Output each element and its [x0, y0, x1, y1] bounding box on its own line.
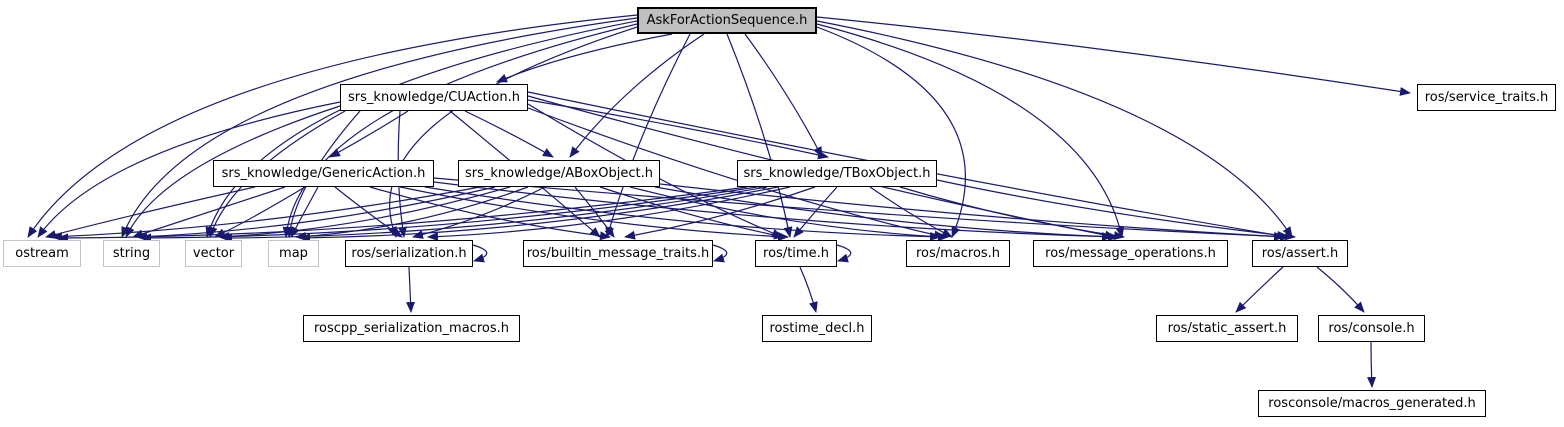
node-macros[interactable]: ros/macros.h [906, 240, 1010, 267]
edge-time-to-time [836, 244, 852, 263]
node-mo[interactable]: ros/message_operations.h [1033, 240, 1228, 267]
edge-root-to-abox [569, 33, 705, 158]
edge-cuaction-to-ostream [37, 101, 341, 238]
edge-time-to-rostime [799, 266, 818, 313]
edge-abox-to-string [136, 186, 496, 242]
edge-generic-to-time [399, 186, 789, 242]
node-map: map [268, 240, 319, 267]
node-cuaction[interactable]: srs_knowledge/CUAction.h [340, 84, 528, 111]
edge-root-to-vector [205, 20, 638, 238]
node-console[interactable]: ros/console.h [1318, 315, 1425, 342]
edge-root-to-serial [388, 26, 638, 238]
edge-cuaction-to-abox [464, 110, 554, 158]
edge-root-to-service [816, 16, 1411, 96]
edge-console-to-macgen [1367, 341, 1377, 388]
node-macgen[interactable]: rosconsole/macros_generated.h [1258, 390, 1486, 417]
edge-generic-to-assert [433, 177, 1291, 242]
node-builtin[interactable]: ros/builtin_message_traits.h [523, 240, 713, 267]
node-assert[interactable]: ros/assert.h [1252, 240, 1348, 267]
node-ostream: ostream [3, 240, 81, 267]
edge-tbox-to-time [793, 186, 838, 238]
edge-generic-to-mo [433, 181, 1119, 242]
edge-generic-to-ostream [45, 186, 256, 239]
edge-cuaction-to-time [527, 103, 783, 238]
node-rostime[interactable]: rostime_decl.h [762, 315, 872, 342]
edge-tbox-to-mo [899, 186, 1125, 240]
edge-root-to-map [282, 23, 638, 238]
edge-tbox-to-assert [936, 179, 1296, 241]
edge-root-to-time [726, 33, 793, 238]
edge-tbox-to-vector [221, 186, 768, 243]
edge-cuaction-to-generic [329, 110, 409, 158]
edge-serial-to-serial [472, 244, 488, 263]
edge-root-to-mo [816, 23, 1125, 238]
edge-assert-to-static [1235, 266, 1284, 313]
node-generic[interactable]: srs_knowledge/GenericAction.h [213, 160, 434, 187]
edge-cuaction-to-string [125, 105, 341, 238]
node-static[interactable]: ros/static_assert.h [1156, 315, 1298, 342]
node-abox[interactable]: srs_knowledge/ABoxObject.h [458, 160, 660, 187]
node-time[interactable]: ros/time.h [755, 240, 837, 267]
edge-tbox-to-serial [427, 186, 791, 242]
node-vector: vector [185, 240, 242, 267]
node-service[interactable]: ros/service_traits.h [1417, 84, 1556, 111]
edge-root-to-ostream [27, 14, 638, 238]
edge-serial-to-roscpp [406, 266, 416, 313]
node-tbox[interactable]: srs_knowledge/TBoxObject.h [737, 160, 937, 187]
edge-abox-to-ostream [51, 186, 481, 242]
edge-generic-to-macros [424, 186, 949, 242]
node-string: string [103, 240, 160, 267]
edge-root-to-string [121, 17, 638, 238]
edge-tbox-to-builtin [624, 186, 816, 240]
edge-root-to-macros [816, 26, 966, 238]
edge-abox-to-map [295, 186, 529, 241]
edge-abox-to-assert [659, 183, 1285, 241]
edge-tbox-to-map [299, 186, 779, 243]
edge-builtin-to-builtin [712, 244, 728, 263]
edge-abox-to-time [599, 186, 785, 240]
edge-root-to-assert [816, 20, 1293, 238]
node-roscpp[interactable]: roscpp_serialization_macros.h [303, 315, 520, 342]
edge-root-to-tbox [744, 33, 823, 158]
edge-tbox-to-macros [869, 186, 953, 238]
edge-assert-to-console [1316, 266, 1365, 313]
node-serial[interactable]: ros/serialization.h [345, 240, 473, 267]
edge-root-to-cuaction [496, 33, 673, 83]
edge-abox-to-builtin [574, 186, 615, 238]
edge-abox-to-vector [218, 186, 511, 241]
node-root: AskForActionSequence.h [637, 7, 817, 34]
